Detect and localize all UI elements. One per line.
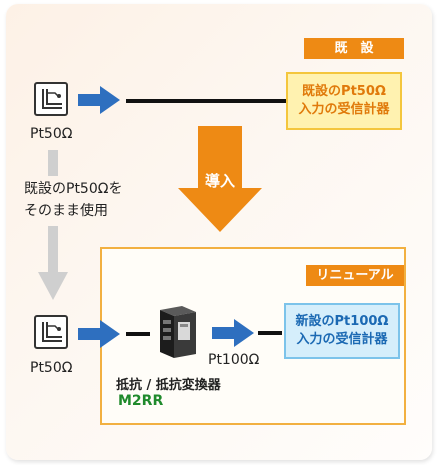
converter-name: 抵抗 / 抵抗変換器: [116, 378, 221, 393]
bottom-sensor-icon: [34, 315, 68, 349]
new-receiver-line1: 新設のPt100Ω: [295, 314, 389, 329]
output-wire: [258, 331, 282, 335]
converter-model: M2RR: [118, 393, 164, 409]
bottom-sensor-label: Pt50Ω: [30, 360, 73, 376]
reuse-note-line2: そのまま使用: [24, 203, 108, 219]
output-label: Pt100Ω: [208, 352, 260, 368]
existing-tag: 既 設: [304, 38, 404, 59]
bottom-blue-arrow-1-icon: [78, 320, 120, 348]
renewal-tag: リニューアル: [306, 265, 404, 286]
converter-device-icon: [160, 306, 196, 358]
existing-receiver-line2: 入力の受信計器: [298, 102, 390, 117]
existing-receiver-box: [286, 72, 402, 130]
top-signal-wire: [126, 99, 286, 103]
top-blue-arrow-icon: [78, 86, 120, 114]
introduce-label: 導入: [204, 172, 235, 190]
reuse-note: 既設のPt50Ωを そのまま使用: [24, 178, 122, 222]
bottom-blue-arrow-2-icon: [212, 319, 254, 347]
reuse-gray-arrow-icon: [38, 150, 68, 300]
existing-receiver-text: 既設のPt50Ω 入力の受信計器: [286, 72, 402, 130]
new-receiver-line2: 入力の受信計器: [296, 332, 388, 347]
input-wire: [126, 332, 150, 336]
top-sensor-icon: [34, 82, 68, 116]
new-receiver-text: 新設のPt100Ω 入力の受信計器: [284, 303, 400, 359]
introduce-arrow-icon: [178, 126, 262, 232]
new-receiver-box: [284, 303, 400, 359]
existing-receiver-line1: 既設のPt50Ω: [302, 84, 386, 99]
top-sensor-label: Pt50Ω: [30, 126, 73, 142]
reuse-note-line1: 既設のPt50Ωを: [24, 181, 123, 197]
